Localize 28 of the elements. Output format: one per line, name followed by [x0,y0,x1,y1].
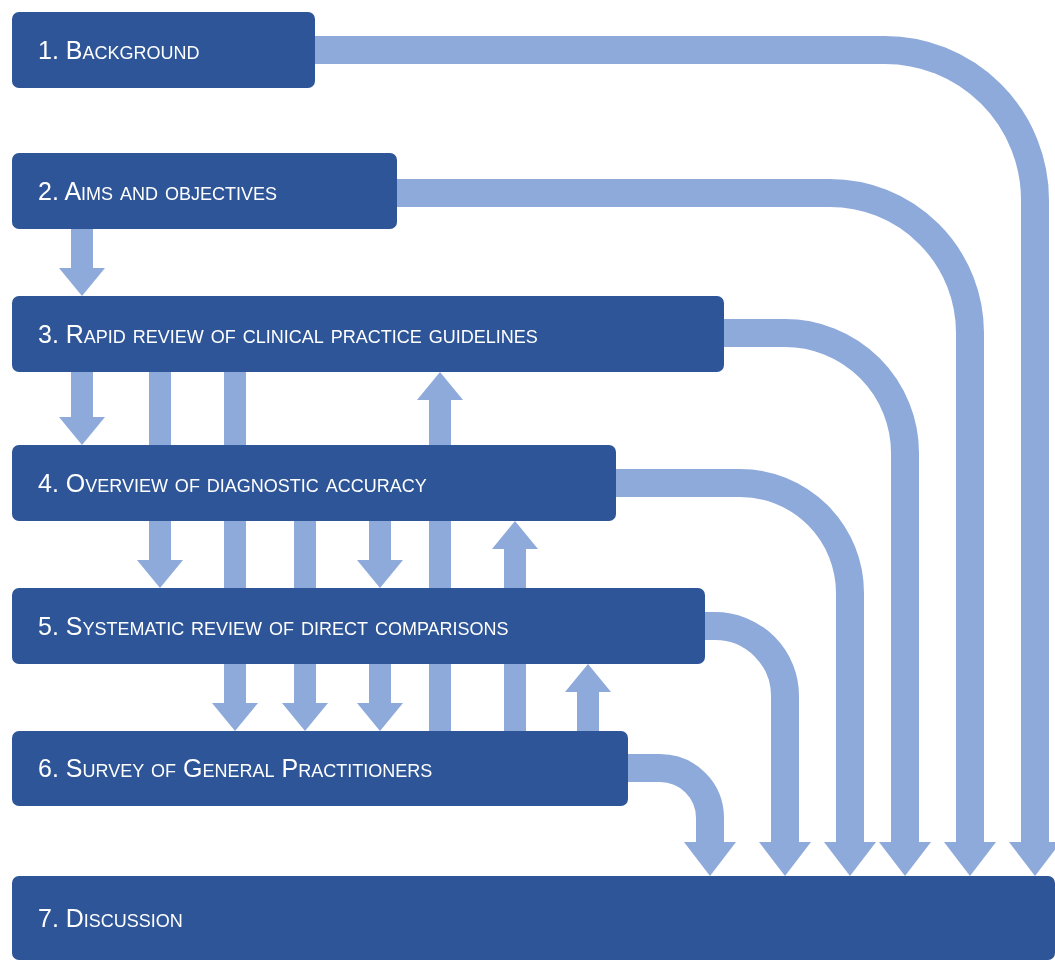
box-label: 5. Systematic review of direct comparisons [38,611,509,641]
arrow [397,179,996,876]
arrow [137,521,183,588]
arrow [492,521,538,588]
arrow [616,469,876,876]
box-label: 4. Overview of diagnostic accuracy [38,468,427,498]
process-box [12,731,628,806]
arrow [315,36,1055,876]
box-label: 7. Discussion [38,903,183,933]
arrow [565,664,611,731]
arrow [357,521,403,588]
process-box [12,588,705,664]
process-box [12,876,1055,960]
box-label: 2. Aims and objectives [38,176,277,206]
box-label: 1. Background [38,35,200,65]
arrow [212,664,258,731]
arrow [357,664,403,731]
arrow [59,229,105,296]
arrow [724,319,931,876]
arrow [59,372,105,445]
arrow [282,664,328,731]
process-box [12,153,397,229]
process-box [12,12,315,88]
arrow [417,372,463,445]
process-box [12,445,616,521]
box-label: 3. Rapid review of clinical practice guidelines [38,319,538,349]
box-label: 6. Survey of General Practitioners [38,754,433,783]
process-box [12,296,724,372]
